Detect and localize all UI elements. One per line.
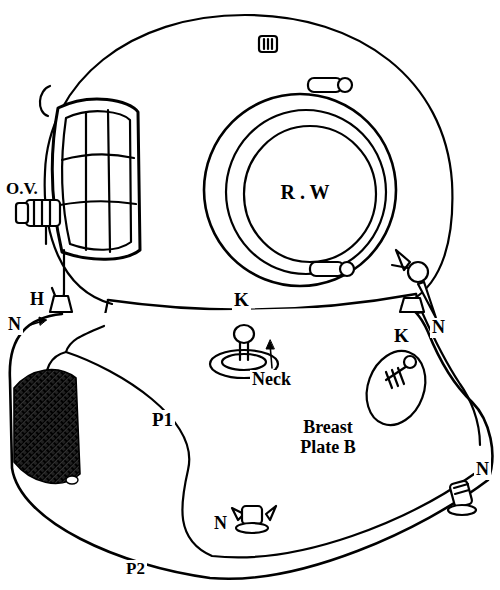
part-name: Breast Plate B: [286, 418, 370, 458]
part-label: P1: [150, 410, 175, 431]
nut-label: N: [474, 460, 491, 480]
part-label: P2: [124, 560, 147, 579]
hook-label: H: [28, 290, 46, 310]
window-face: R . W: [250, 162, 360, 222]
nut-label: N: [212, 514, 229, 534]
nut-label: N: [430, 318, 447, 338]
nut-label: N: [6, 315, 23, 335]
stud-label: K: [392, 326, 411, 347]
valve-label: O.V.: [4, 180, 40, 199]
stud-label: K: [232, 290, 251, 311]
window-label: R . W: [280, 181, 329, 204]
neck-label: Neck: [250, 370, 293, 390]
